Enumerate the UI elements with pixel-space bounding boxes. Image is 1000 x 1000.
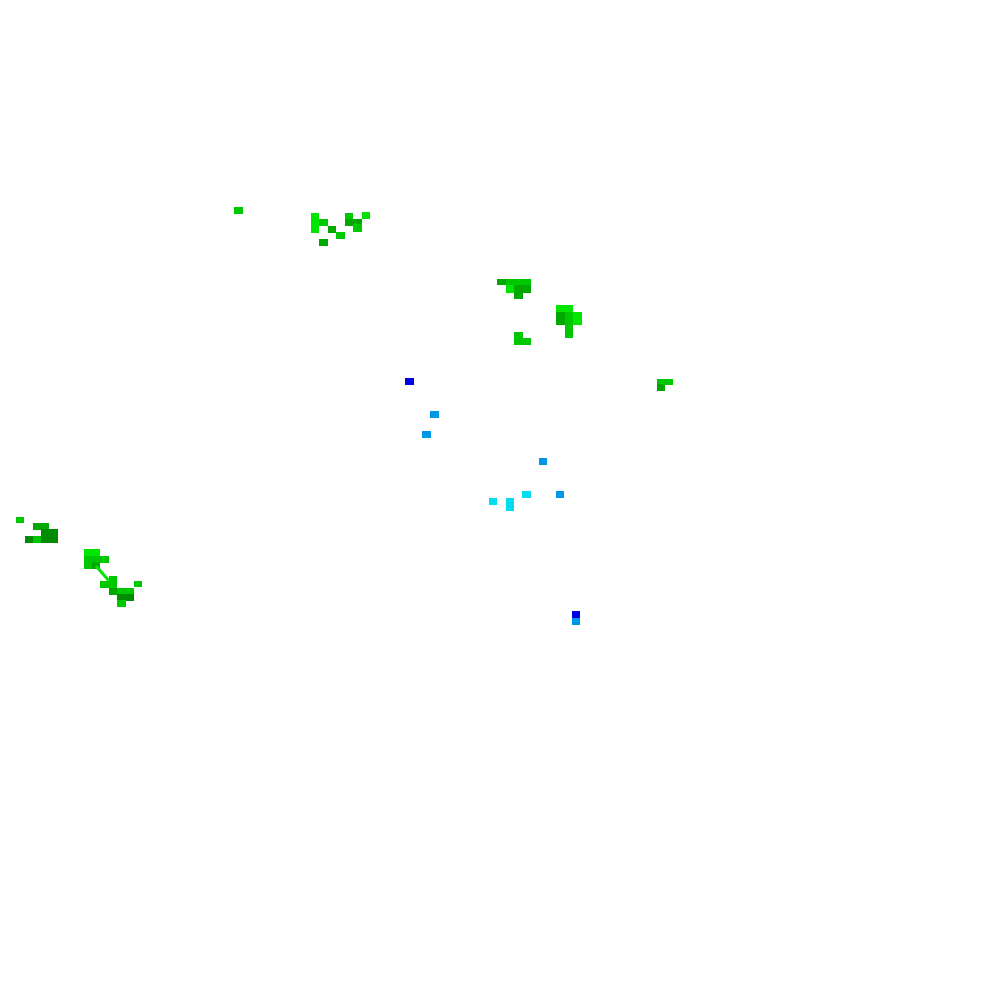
echo-pixel xyxy=(556,312,565,325)
echo-pixel xyxy=(100,581,109,588)
echo-pixel xyxy=(345,219,362,226)
echo-pixel xyxy=(117,594,134,601)
echo-pixel xyxy=(353,224,362,232)
echo-pixel-blue xyxy=(422,431,431,438)
echo-pixel-blue xyxy=(556,491,564,498)
echo-pixel xyxy=(311,213,319,221)
echo-cluster-center-blue xyxy=(405,378,580,625)
echo-pixel-cyan xyxy=(489,498,497,505)
echo-pixel-blue xyxy=(430,411,439,418)
echo-pixel xyxy=(109,576,117,588)
echo-pixel xyxy=(657,384,665,391)
echo-pixel xyxy=(41,536,58,543)
echo-pixel xyxy=(33,536,41,543)
echo-pixel-cyan xyxy=(522,491,531,498)
echo-pixel xyxy=(565,312,573,325)
echo-pixel xyxy=(311,221,319,233)
echo-pixel xyxy=(16,517,24,523)
echo-pixel xyxy=(657,379,673,385)
echo-cluster-top-left xyxy=(234,207,370,246)
echo-cluster-right xyxy=(657,379,673,391)
echo-pixel-blue xyxy=(539,458,547,465)
echo-pixel-cyan xyxy=(506,498,514,511)
echo-pixel xyxy=(41,529,58,536)
echo-pixel xyxy=(319,239,328,246)
echo-pixel-blue xyxy=(405,378,414,385)
echo-pixel xyxy=(319,219,328,226)
echo-pixel xyxy=(117,600,126,607)
echo-pixel xyxy=(84,549,92,556)
echo-cluster-left-arc xyxy=(16,517,142,607)
echo-pixel xyxy=(100,556,109,563)
echo-pixel xyxy=(328,226,336,233)
echo-pixel xyxy=(117,588,134,595)
echo-pixel xyxy=(25,536,33,543)
echo-pixel xyxy=(92,549,100,556)
echo-pixel-blue xyxy=(572,611,580,618)
echo-pixel xyxy=(506,285,516,293)
echo-pixel-blue xyxy=(572,618,580,625)
echo-pixel xyxy=(134,581,142,587)
echo-pixel xyxy=(362,212,370,219)
echo-pixel xyxy=(497,279,506,285)
echo-pixel xyxy=(514,332,523,339)
echo-pixel xyxy=(33,523,49,530)
echo-pixel xyxy=(336,232,345,239)
echo-pixel xyxy=(92,562,100,569)
echo-pixel xyxy=(514,292,523,299)
echo-pixel xyxy=(84,556,100,563)
echo-pixel xyxy=(345,213,353,221)
echo-streak xyxy=(94,565,112,583)
echo-cluster-center-right xyxy=(497,279,582,345)
echo-pixel xyxy=(84,562,93,569)
echo-pixel xyxy=(234,207,243,214)
echo-pixel xyxy=(556,305,573,313)
echo-pixel xyxy=(109,588,117,595)
echo-pixel xyxy=(514,285,531,293)
echo-pixel xyxy=(514,338,531,345)
echo-pixel xyxy=(573,312,582,325)
echo-pixel xyxy=(506,279,531,287)
echo-pixel xyxy=(565,325,573,338)
